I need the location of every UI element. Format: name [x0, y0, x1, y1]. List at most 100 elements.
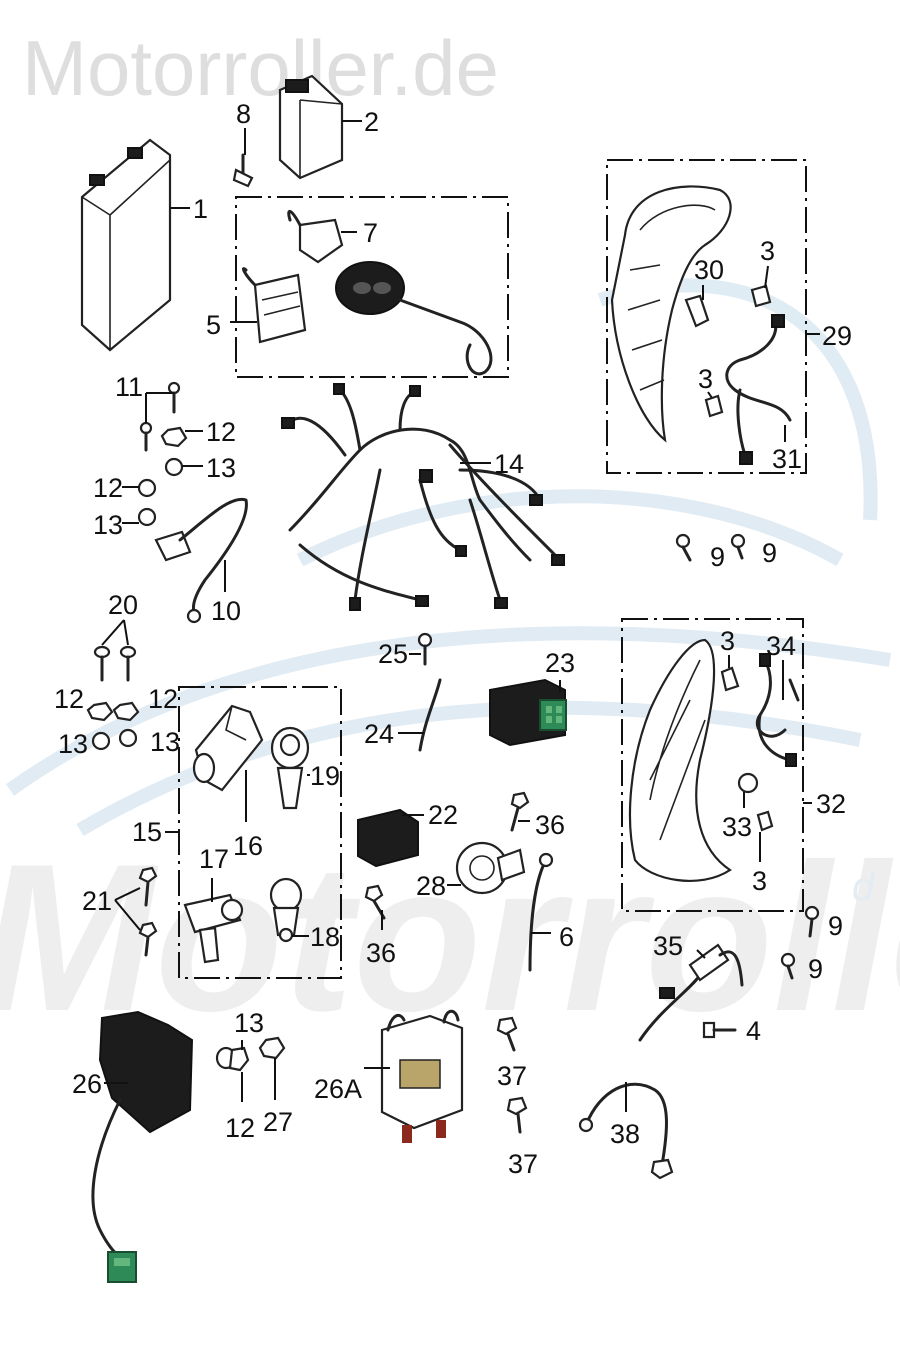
ground-cable-icon[interactable] [154, 497, 248, 624]
callout-13d: 13 [150, 727, 180, 757]
callout-3b: 3 [698, 364, 713, 394]
callout-9b: 9 [762, 538, 777, 568]
callout-8: 8 [236, 99, 251, 129]
screw-icon[interactable] [417, 632, 433, 666]
callout-9a: 9 [710, 542, 725, 572]
callout-30: 30 [694, 255, 724, 285]
bolt-icon[interactable] [93, 645, 137, 682]
callout-6: 6 [559, 922, 574, 952]
relay-icon[interactable] [278, 74, 344, 180]
callout-3a: 3 [760, 236, 775, 266]
sensor-cable-icon[interactable] [418, 678, 442, 752]
headlight-icon[interactable] [610, 185, 732, 443]
callout-29: 29 [822, 321, 852, 351]
nut-icon[interactable] [137, 426, 188, 527]
callout-13c: 13 [58, 729, 88, 759]
bolt-icon[interactable] [702, 1021, 737, 1039]
callout-27: 27 [263, 1107, 293, 1137]
callout-31: 31 [772, 444, 802, 474]
callout-35: 35 [653, 931, 683, 961]
screw-icon[interactable] [780, 905, 820, 980]
callout-33: 33 [722, 812, 752, 842]
nut-icon[interactable] [215, 1036, 286, 1072]
callout-13b: 13 [93, 510, 123, 540]
group-frame-taillight [621, 618, 804, 912]
callout-25: 25 [378, 639, 408, 669]
callout-10: 10 [211, 596, 241, 626]
callout-9c: 9 [828, 911, 843, 941]
callout-37b: 37 [508, 1149, 538, 1179]
watermark-swoosh-icon [5, 278, 892, 837]
callout-2: 2 [364, 107, 379, 137]
callout-13a: 13 [206, 453, 236, 483]
group-frame-key-set [235, 196, 509, 378]
callout-1: 1 [193, 194, 208, 224]
starter-relay-icon[interactable] [380, 1009, 464, 1143]
bulb-socket-icon[interactable] [684, 284, 772, 418]
seat-lock-icon[interactable] [270, 726, 310, 810]
callout-13e: 13 [234, 1008, 264, 1038]
callout-labels: 1 2 8 7 5 11 12 13 12 13 14 10 20 12 12 … [54, 99, 852, 1179]
battery-icon[interactable] [80, 138, 172, 352]
taillight-icon[interactable] [628, 638, 732, 882]
bulb-socket-icon[interactable] [720, 666, 774, 832]
callout-4: 4 [746, 1016, 761, 1046]
callout-12c: 12 [54, 684, 84, 714]
callout-32: 32 [816, 789, 846, 819]
callout-36b: 36 [366, 938, 396, 968]
callout-24: 24 [364, 719, 394, 749]
callout-12e: 12 [225, 1113, 255, 1143]
watermark-big: Motorroller [0, 820, 900, 1055]
callout-16: 16 [233, 831, 263, 861]
headlight-harness-icon[interactable] [725, 314, 792, 465]
screw-icon[interactable] [675, 533, 746, 562]
callout-9d: 9 [808, 954, 823, 984]
callout-7: 7 [363, 218, 378, 248]
callout-28: 28 [416, 871, 446, 901]
nut-icon[interactable] [86, 701, 140, 751]
callout-14: 14 [494, 449, 524, 479]
callout-22: 22 [428, 800, 458, 830]
callout-26a: 26A [314, 1074, 362, 1104]
callout-36a: 36 [535, 810, 565, 840]
callout-11: 11 [115, 372, 143, 402]
group-frame-headlight [606, 159, 807, 474]
callout-38: 38 [610, 1119, 640, 1149]
bolt-icon[interactable] [138, 866, 158, 957]
callout-26: 26 [72, 1069, 102, 1099]
screw-icon[interactable] [232, 153, 254, 188]
sensor-cable-icon[interactable] [578, 1082, 674, 1180]
screw-icon[interactable] [364, 791, 530, 920]
callout-21: 21 [82, 886, 112, 916]
key-fob-icon[interactable] [287, 209, 493, 376]
callout-12a: 12 [206, 417, 236, 447]
screw-icon[interactable] [496, 1016, 528, 1134]
cdi-unit-icon[interactable] [489, 678, 567, 747]
fuse-holder-icon[interactable] [638, 943, 744, 1042]
watermark-top: Motorroller.de [22, 24, 499, 112]
ignition-lock-icon[interactable] [192, 704, 264, 792]
regulator-icon[interactable] [357, 808, 419, 868]
callout-18: 18 [310, 922, 340, 952]
callout-3c: 3 [720, 626, 735, 656]
callout-34: 34 [766, 631, 796, 661]
taillight-harness-icon[interactable] [755, 653, 800, 767]
callout-20: 20 [108, 590, 138, 620]
callout-15: 15 [132, 817, 162, 847]
ignition-coil-icon[interactable] [91, 1010, 194, 1283]
watermark-small: d [852, 865, 876, 909]
callout-17: 17 [199, 844, 229, 874]
steering-lock-icon[interactable] [183, 893, 244, 964]
callout-19: 19 [310, 761, 340, 791]
horn-icon[interactable] [455, 841, 526, 895]
callout-12d: 12 [148, 684, 178, 714]
callout-12b: 12 [93, 473, 123, 503]
sensor-cable-icon[interactable] [528, 852, 554, 972]
receiver-icon[interactable] [241, 267, 307, 344]
callout-5: 5 [206, 310, 221, 340]
callout-23: 23 [545, 648, 575, 678]
callout-3d: 3 [752, 866, 767, 896]
callout-37a: 37 [497, 1061, 527, 1091]
wiring-harness-icon[interactable] [281, 383, 565, 611]
